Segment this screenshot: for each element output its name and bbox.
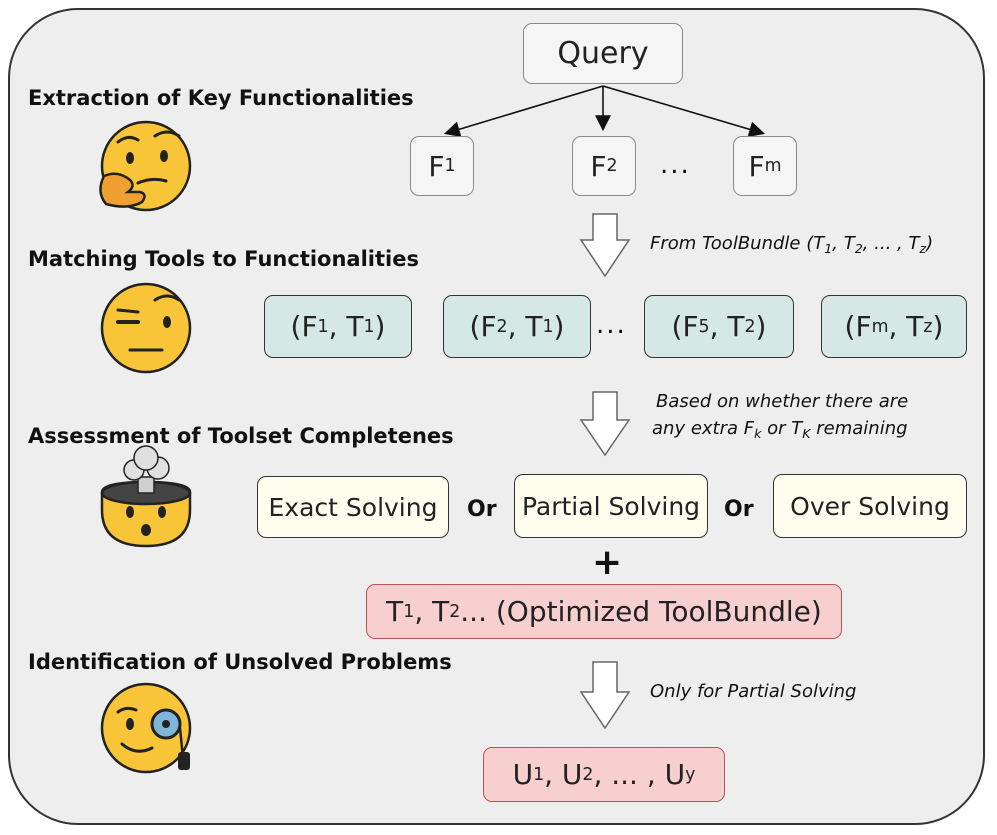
arrow-query-f1 xyxy=(443,85,604,137)
functionality-label: F xyxy=(590,149,607,183)
arrow-query-fm xyxy=(602,85,766,138)
stage-title-identification: Identification of Unsolved Problems xyxy=(28,650,452,674)
outcome-exact-solving: Exact Solving xyxy=(257,476,449,538)
stage-title-matching: Matching Tools to Functionalities xyxy=(28,247,419,271)
thinking-face-icon xyxy=(99,120,192,212)
functionality-subscript: 1 xyxy=(444,156,456,176)
plus-sign: + xyxy=(592,542,623,583)
stage-title-extraction: Extraction of Key Functionalities xyxy=(28,86,414,110)
or-label: Or xyxy=(724,497,754,522)
down-arrow-icon xyxy=(579,213,631,278)
functionality-subscript: m xyxy=(764,156,782,176)
monocle-face-icon xyxy=(100,682,192,774)
stage-title-assessment: Assessment of Toolset Completenes xyxy=(28,424,454,448)
or-label: Or xyxy=(467,497,497,522)
down-arrow-icon xyxy=(579,661,631,730)
ellipsis: ... xyxy=(596,310,627,340)
query-box: Query xyxy=(523,23,683,84)
assessment-note-line2: any extra Fk or TK remaining xyxy=(652,418,908,441)
outcome-partial-solving: Partial Solving xyxy=(514,474,708,538)
functionality-label: F xyxy=(748,149,765,183)
exploding-head-icon xyxy=(100,445,192,548)
functionality-subscript: 2 xyxy=(606,156,618,176)
outcome-over-solving: Over Solving xyxy=(773,474,967,538)
assessment-note-line1: Based on whether there are xyxy=(656,391,909,412)
down-arrow-icon xyxy=(579,391,631,457)
toolbundle-note: From ToolBundle (T1, T2, ... , Tz) xyxy=(650,233,934,256)
functionality-label: F xyxy=(428,149,445,183)
raised-eyebrow-face-icon xyxy=(100,282,192,374)
partial-solving-note: Only for Partial Solving xyxy=(650,681,857,702)
ellipsis: ... xyxy=(660,150,691,180)
